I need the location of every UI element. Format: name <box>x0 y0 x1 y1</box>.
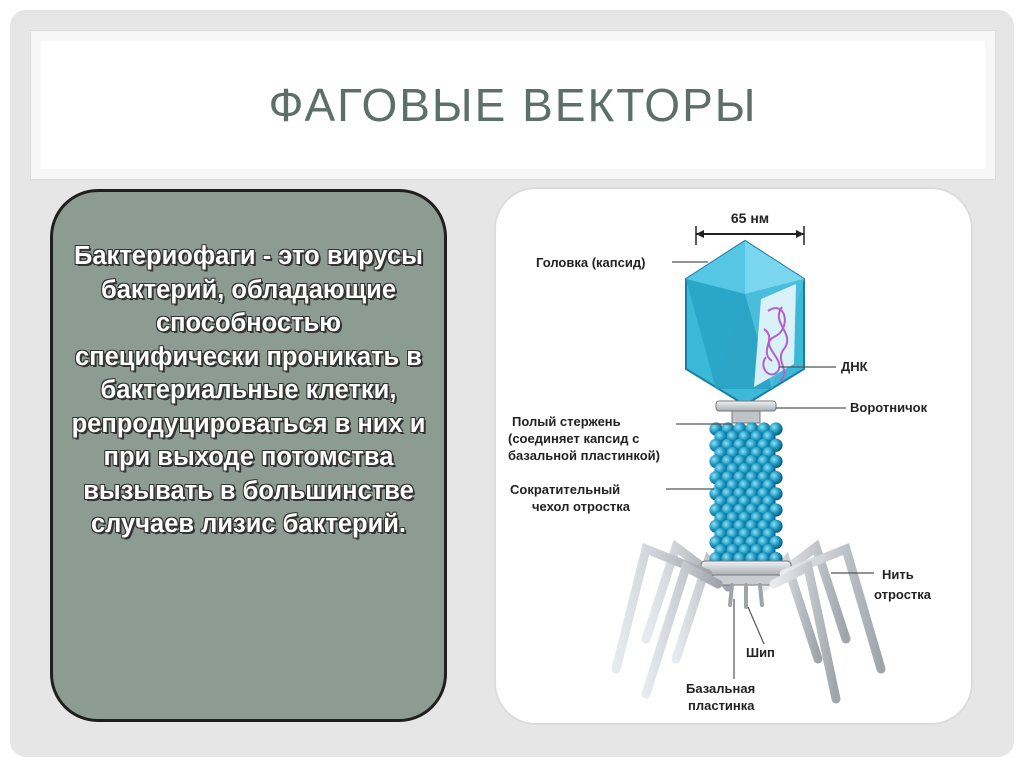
capsid-head <box>685 239 805 407</box>
label-sheath-1: Сократительный <box>510 482 620 497</box>
description-text: Бактериофаги - это вирусы бактерий, обла… <box>71 242 426 538</box>
label-sheath-2: чехол отростка <box>532 499 631 514</box>
title-band: ФАГОВЫЕ ВЕКТОРЫ <box>30 30 996 180</box>
label-fiber-1: Нить <box>882 567 914 582</box>
label-collar: Воротничок <box>850 400 928 415</box>
label-head: Головка (капсид) <box>536 255 645 270</box>
phage-diagram-frame: 65 нм <box>496 189 971 723</box>
slide-title: ФАГОВЫЕ ВЕКТОРЫ <box>268 79 758 131</box>
dna-strand <box>762 306 789 382</box>
bacteriophage-diagram: 65 нм <box>508 210 932 713</box>
label-core-1: Полый стержень <box>512 414 621 429</box>
base-plate <box>700 560 792 586</box>
spikes <box>728 583 764 609</box>
scale-bar: 65 нм <box>695 210 805 245</box>
label-plate-1: Базальная <box>686 681 755 696</box>
label-plate-2: пластинка <box>688 698 755 713</box>
diagram-labels: Головка (капсид) ДНК Воротничок Полый ст… <box>508 255 932 713</box>
title-area: ФАГОВЫЕ ВЕКТОРЫ <box>41 41 985 169</box>
contractile-sheath <box>709 422 783 566</box>
description-box: Бактериофаги - это вирусы бактерий, обла… <box>50 189 447 722</box>
label-spike: Шип <box>746 645 775 660</box>
label-core-3: базальной пластинкой) <box>508 448 660 463</box>
label-fiber-2: отростка <box>874 587 932 602</box>
scale-label: 65 нм <box>731 210 769 226</box>
label-dna: ДНК <box>841 359 868 374</box>
collar <box>715 400 777 424</box>
pointer-lines <box>666 261 874 679</box>
tail-fibers-front <box>611 542 886 704</box>
label-core-2: (соединяет капсид с <box>508 431 639 446</box>
